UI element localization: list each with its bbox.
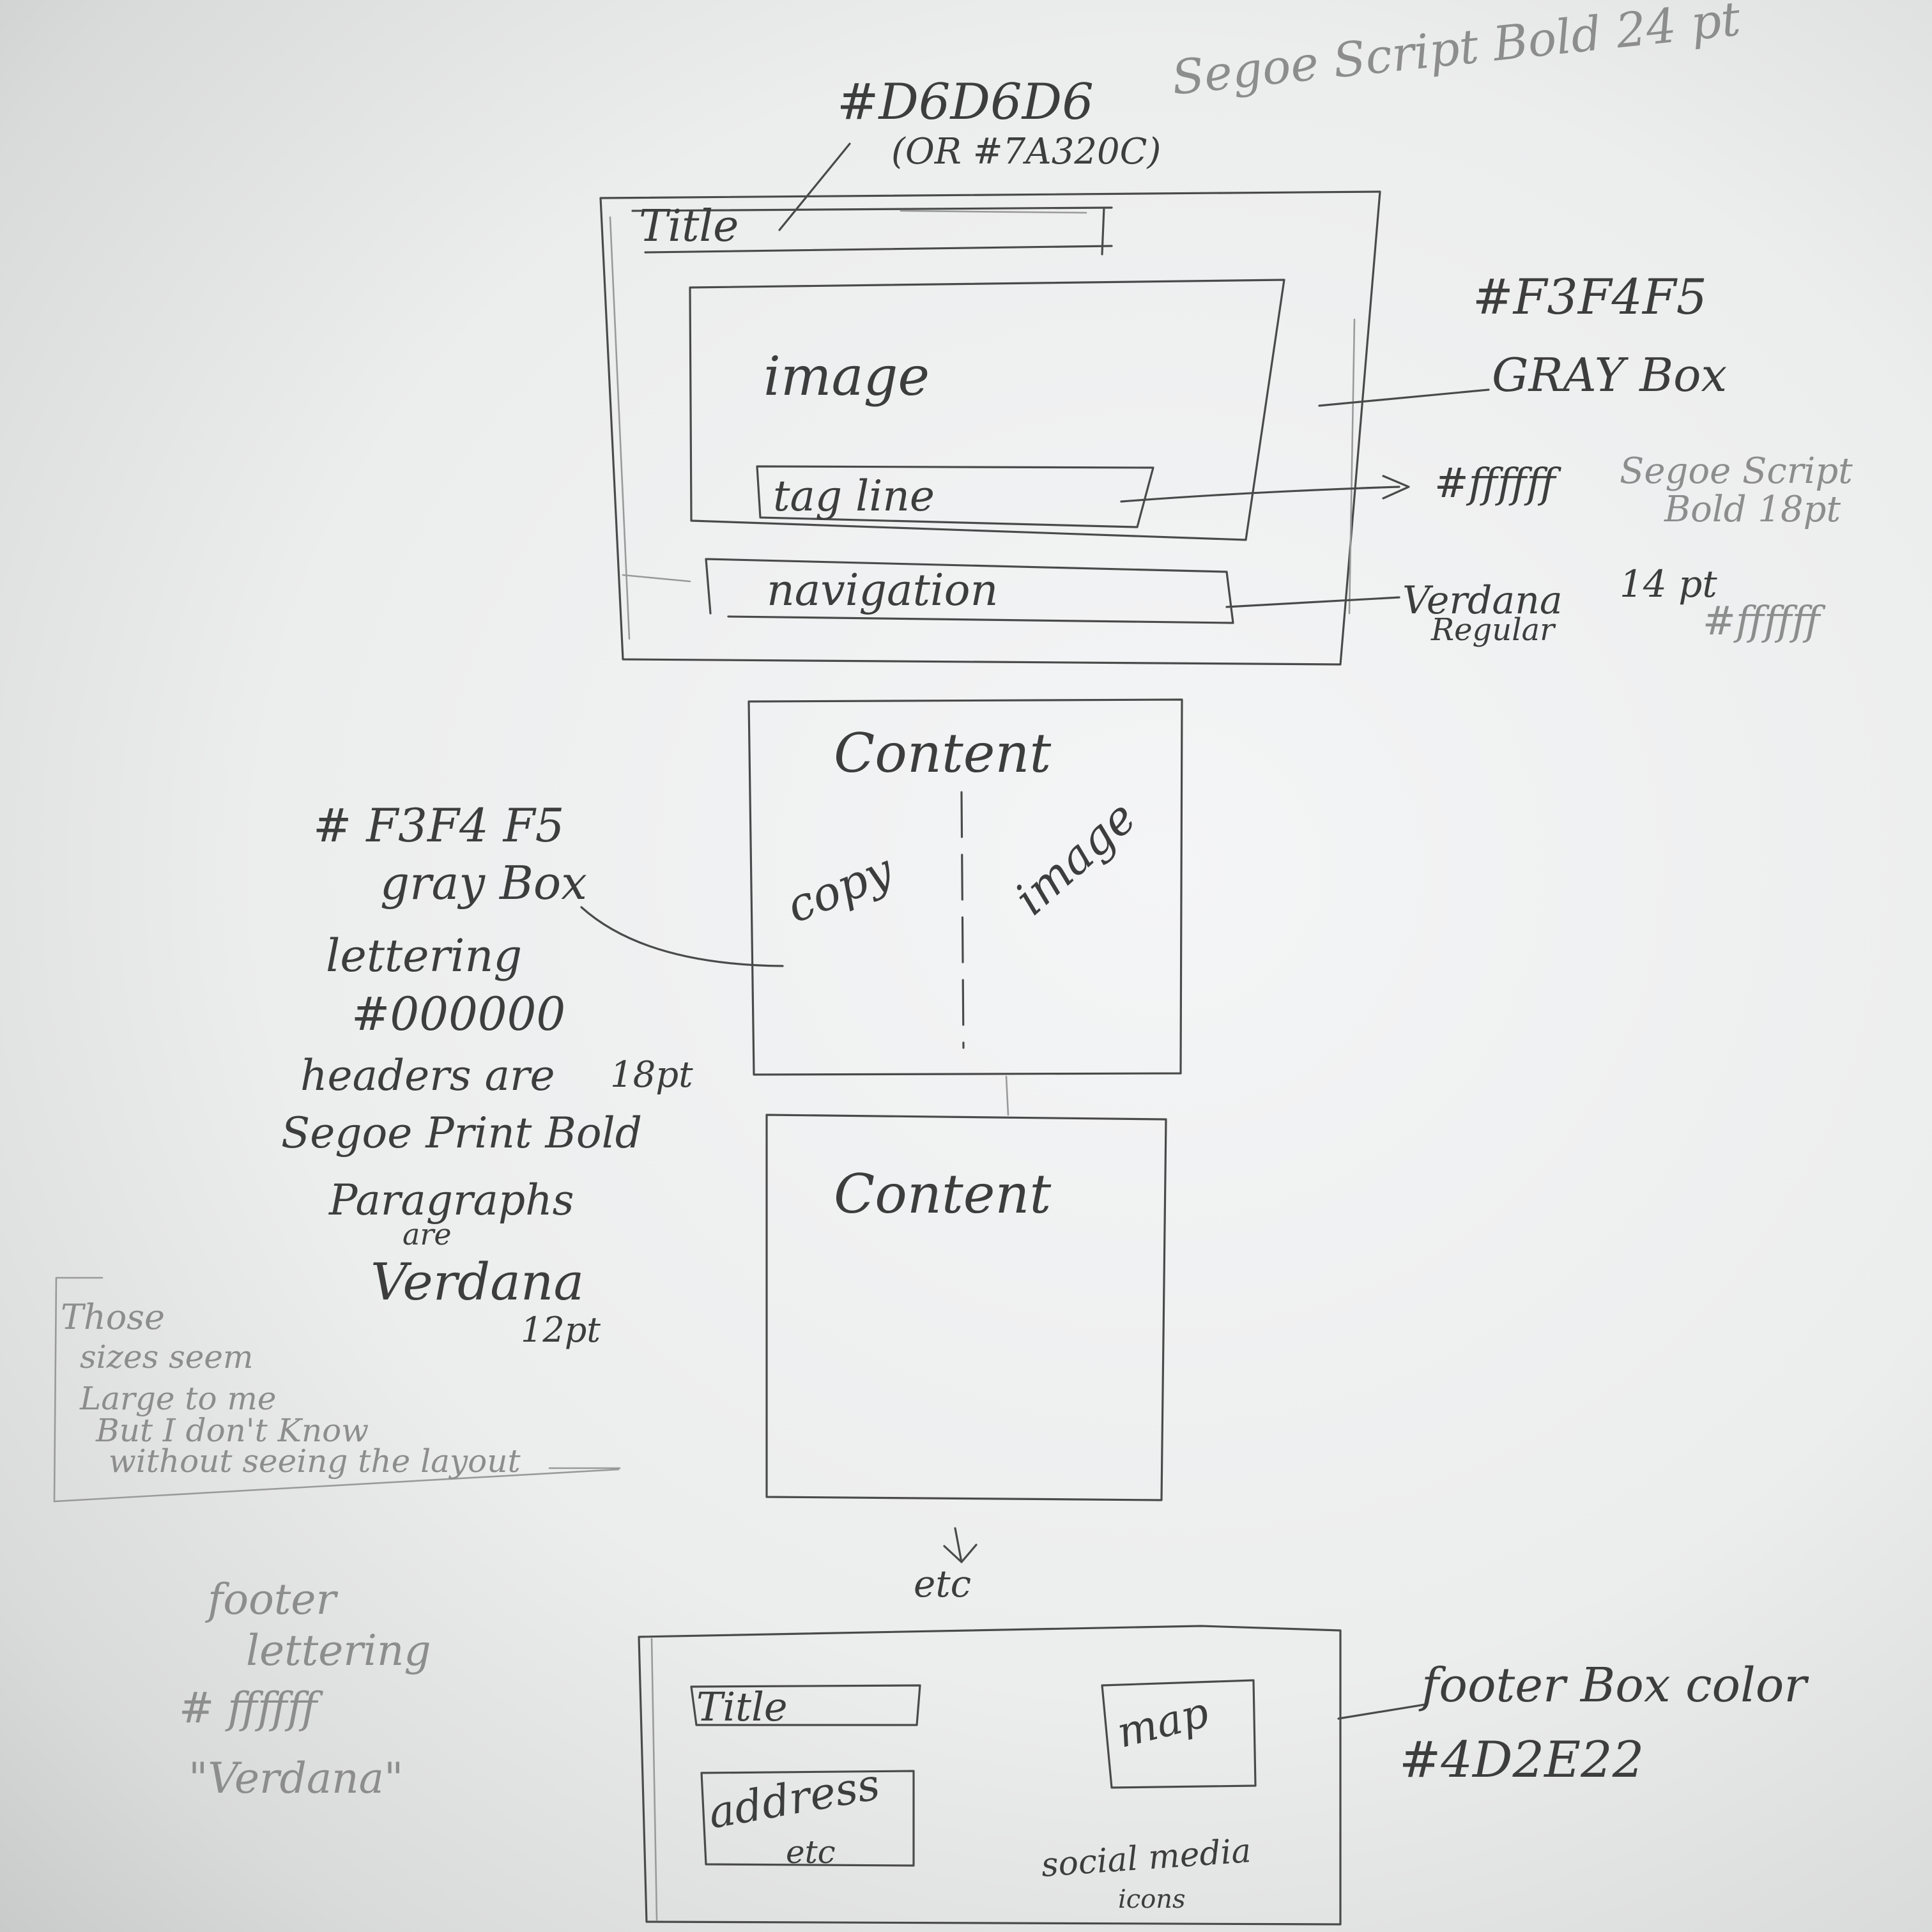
graybox-color-note: #F3F4F5 <box>1473 268 1707 325</box>
header-image-box <box>689 279 1285 541</box>
footer-title-label: Title <box>696 1683 788 1730</box>
footer-lettering-color-note: # ffffff <box>179 1683 318 1733</box>
tagline-color-note: #ffffff <box>1434 460 1556 507</box>
content-box-2-heading: Content <box>834 1163 1052 1225</box>
header-inner-edge <box>609 216 631 640</box>
nav-mark <box>622 574 691 583</box>
paragraphs-note-1: Paragraphs <box>329 1176 574 1225</box>
headers-size-note-2: 18pt <box>610 1054 693 1096</box>
footer-color-note: #4D2E22 <box>1399 1731 1644 1789</box>
tagline-leader-arrow <box>1120 475 1410 503</box>
content-lettering-note: lettering <box>326 930 523 982</box>
footer-address-box <box>700 1770 915 1867</box>
side-note-line-5: without seeing the layout <box>109 1443 521 1480</box>
nav-font-note-2: Regular <box>1431 612 1555 648</box>
title-bar <box>631 206 1113 256</box>
etc-label: etc <box>914 1562 972 1606</box>
tagline-font-note-1: Segoe Script <box>1620 450 1853 492</box>
paragraphs-note-2: are <box>402 1217 452 1252</box>
side-note-line-4: But I don't Know <box>96 1412 369 1449</box>
paragraphs-size-note: 12pt <box>521 1310 601 1350</box>
footer-lettering-note-1: footer <box>208 1575 337 1624</box>
footer-address-etc-label: etc <box>786 1834 836 1871</box>
graybox-leader-line <box>1318 388 1490 407</box>
nav-size-note: 14 pt <box>1620 562 1717 606</box>
paragraphs-font-note: Verdana <box>371 1252 585 1312</box>
header-navigation-label: navigation <box>767 565 999 616</box>
side-note-line-1: Those <box>61 1297 165 1337</box>
footer-social-icons-label: icons <box>1118 1885 1186 1914</box>
footer-lettering-font-note: "Verdana" <box>188 1754 404 1803</box>
header-title-label: Title <box>639 201 739 252</box>
footer-box <box>638 1625 1342 1926</box>
footer-inner-edge <box>650 1637 658 1921</box>
tagline-box <box>756 465 1154 528</box>
header-tagline-label: tag line <box>773 471 935 521</box>
nav-color-note: #ffffff <box>1703 597 1820 644</box>
footer-lettering-note-2: lettering <box>246 1626 431 1675</box>
footer-color-label-note: footer Box color <box>1422 1658 1807 1713</box>
content-box-2 <box>765 1114 1167 1501</box>
header-outer-box <box>599 190 1381 666</box>
content-box-1 <box>747 698 1183 1076</box>
content-divider <box>960 791 965 1049</box>
header-inner-edge-right <box>1348 318 1356 615</box>
headers-font-note: Segoe Print Bold <box>281 1108 642 1158</box>
side-note-box <box>53 1276 621 1503</box>
content-graybox-label-note: gray Box <box>380 856 587 910</box>
title-bar-mark <box>900 210 1087 214</box>
footer-title-box <box>690 1684 921 1726</box>
graybox-label-note: GRAY Box <box>1492 348 1728 402</box>
headers-size-note-1: headers are <box>300 1051 555 1100</box>
content-connector <box>1005 1075 1009 1116</box>
title-leader-line <box>778 142 851 231</box>
side-note-line-3: Large to me <box>80 1380 277 1417</box>
header-image-label: image <box>763 345 930 408</box>
content-leader-line <box>580 906 784 967</box>
tagline-font-note-2: Bold 18pt <box>1664 489 1841 530</box>
etc-arrow <box>943 1527 977 1563</box>
footer-leader-line <box>1337 1703 1426 1720</box>
nav-leader-line <box>1225 596 1400 608</box>
footer-map-box <box>1101 1679 1257 1789</box>
title-color-alt-note: (OR #7A320C) <box>891 131 1162 172</box>
nav-font-note-1: Verdana <box>1402 578 1563 623</box>
title-color-note: #D6D6D6 <box>837 73 1094 131</box>
navigation-box <box>705 558 1234 624</box>
content-box-1-heading: Content <box>834 722 1052 785</box>
content-graybox-color-note: # F3F4 F5 <box>313 799 565 852</box>
content-lettering-color-note: #000000 <box>351 987 566 1041</box>
side-note-line-2: sizes seem <box>80 1338 254 1376</box>
